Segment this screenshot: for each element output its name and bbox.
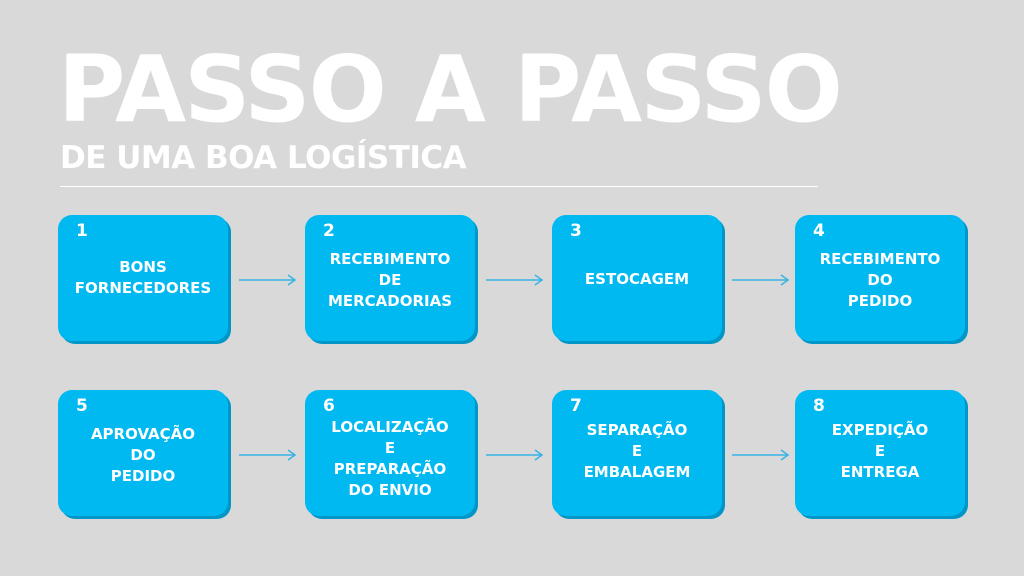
step-box-7: 7 SEPARAÇÃO E EMBALAGEM xyxy=(552,390,722,516)
step-box-1: 1 BONS FORNECEDORES xyxy=(58,215,228,341)
step-label-line: APROVAÇÃO xyxy=(90,425,196,443)
step-label-line: PEDIDO xyxy=(847,292,913,310)
page-title: PASSO A PASSO xyxy=(58,36,843,143)
step-number: 2 xyxy=(323,221,335,241)
step-number: 1 xyxy=(76,221,88,241)
step-box-4: 4 RECEBIMENTO DO PEDIDO xyxy=(795,215,965,341)
step-label: EXPEDIÇÃO E ENTREGA xyxy=(795,420,965,483)
arrow-right-icon xyxy=(486,449,544,461)
arrow-right-icon xyxy=(239,449,297,461)
step-label-line: RECEBIMENTO xyxy=(329,250,451,268)
step-label-line: BONS xyxy=(119,258,167,276)
step-box-8: 8 EXPEDIÇÃO E ENTREGA xyxy=(795,390,965,516)
step-label-line: LOCALIZAÇÃO xyxy=(331,418,449,436)
step-label-line: ENTREGA xyxy=(840,463,920,481)
step-label-line: SEPARAÇÃO xyxy=(586,421,688,439)
step-label-line: DO xyxy=(130,446,156,464)
step-label-line: ESTOCAGEM xyxy=(584,270,690,288)
step-box-5: 5 APROVAÇÃO DO PEDIDO xyxy=(58,390,228,516)
step-box-3: 3 ESTOCAGEM xyxy=(552,215,722,341)
step-label: LOCALIZAÇÃO E PREPARAÇÃO DO ENVIO xyxy=(305,417,475,501)
step-label-line: E xyxy=(384,439,396,457)
step-label-line: DO ENVIO xyxy=(348,481,432,499)
step-label: RECEBIMENTO DO PEDIDO xyxy=(795,249,965,312)
divider xyxy=(60,186,818,187)
step-label: APROVAÇÃO DO PEDIDO xyxy=(58,424,228,487)
step-number: 8 xyxy=(813,396,825,416)
step-label: BONS FORNECEDORES xyxy=(58,257,228,299)
arrow-right-icon xyxy=(486,274,544,286)
step-label-line: E xyxy=(631,442,643,460)
step-label-line: PEDIDO xyxy=(110,467,176,485)
step-number: 6 xyxy=(323,396,335,416)
step-label-line: MERCADORIAS xyxy=(327,292,453,310)
step-number: 3 xyxy=(570,221,582,241)
step-label-line: PREPARAÇÃO xyxy=(333,460,447,478)
step-box-2: 2 RECEBIMENTO DE MERCADORIAS xyxy=(305,215,475,341)
step-label-line: RECEBIMENTO xyxy=(819,250,941,268)
step-label: SEPARAÇÃO E EMBALAGEM xyxy=(552,420,722,483)
page-subtitle: DE UMA BOA LOGÍSTICA xyxy=(60,140,467,176)
step-label-line: DE xyxy=(378,271,402,289)
step-number: 4 xyxy=(813,221,825,241)
step-box-6: 6 LOCALIZAÇÃO E PREPARAÇÃO DO ENVIO xyxy=(305,390,475,516)
step-label: ESTOCAGEM xyxy=(552,269,722,290)
arrow-right-icon xyxy=(732,449,790,461)
step-label-line: DO xyxy=(867,271,893,289)
step-label-line: FORNECEDORES xyxy=(74,279,212,297)
step-number: 5 xyxy=(76,396,88,416)
step-label-line: EXPEDIÇÃO xyxy=(831,421,929,439)
step-label-line: EMBALAGEM xyxy=(583,463,691,481)
step-label: RECEBIMENTO DE MERCADORIAS xyxy=(305,249,475,312)
arrow-right-icon xyxy=(239,274,297,286)
step-label-line: E xyxy=(874,442,886,460)
step-number: 7 xyxy=(570,396,582,416)
arrow-right-icon xyxy=(732,274,790,286)
